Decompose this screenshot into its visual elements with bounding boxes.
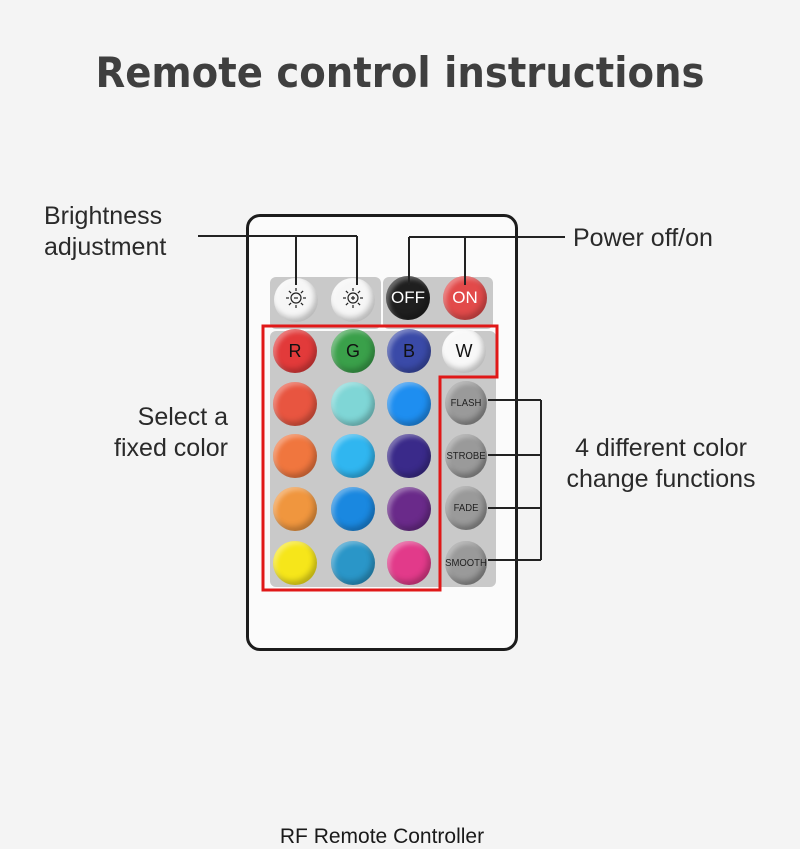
color-button-4-2[interactable] [331, 541, 375, 585]
page-title: Remote control instructions [95, 48, 705, 97]
function-button-flash[interactable]: FLASH [445, 381, 487, 425]
color-button-4-1[interactable] [273, 541, 317, 585]
brightness-label: Brightness adjustment [44, 201, 166, 263]
color-button-g[interactable]: G [331, 329, 375, 373]
function-button-fade[interactable]: FADE [445, 486, 487, 530]
color-button-4-3[interactable] [387, 541, 431, 585]
power-on-button[interactable]: ON [443, 276, 487, 320]
power-label: Power off/on [573, 224, 713, 252]
brightness-down-icon [284, 286, 308, 315]
color-button-w[interactable]: W [442, 329, 486, 373]
select-color-label-line1: Select a [137, 403, 228, 431]
brightness-up-icon [341, 286, 365, 315]
color-button-1-3[interactable] [387, 382, 431, 426]
color-button-3-2[interactable] [331, 487, 375, 531]
color-button-2-2[interactable] [331, 434, 375, 478]
color-button-2-3[interactable] [387, 434, 431, 478]
remote-footer-text: RF Remote Controller [279, 825, 485, 848]
color-button-2-1[interactable] [273, 434, 317, 478]
functions-label: 4 different color change functions [546, 433, 776, 495]
function-button-strobe[interactable]: STROBE [445, 434, 487, 478]
color-button-r[interactable]: R [273, 329, 317, 373]
brightness-label-line2: adjustment [44, 233, 167, 261]
color-button-1-2[interactable] [331, 382, 375, 426]
functions-label-line1: 4 different color [575, 434, 747, 462]
color-button-1-1[interactable] [273, 382, 317, 426]
select-color-label-line2: fixed color [114, 434, 228, 462]
select-color-label: Select a fixed color [104, 402, 228, 464]
color-button-3-3[interactable] [387, 487, 431, 531]
brightness-label-line1: Brightness [44, 202, 163, 230]
functions-label-line2: change functions [566, 465, 756, 493]
brightness-up-button[interactable] [331, 278, 375, 322]
power-off-button[interactable]: OFF [386, 276, 430, 320]
color-button-b[interactable]: B [387, 329, 431, 373]
color-button-3-1[interactable] [273, 487, 317, 531]
function-button-smooth[interactable]: SMOOTH [445, 541, 487, 585]
brightness-down-button[interactable] [274, 278, 318, 322]
